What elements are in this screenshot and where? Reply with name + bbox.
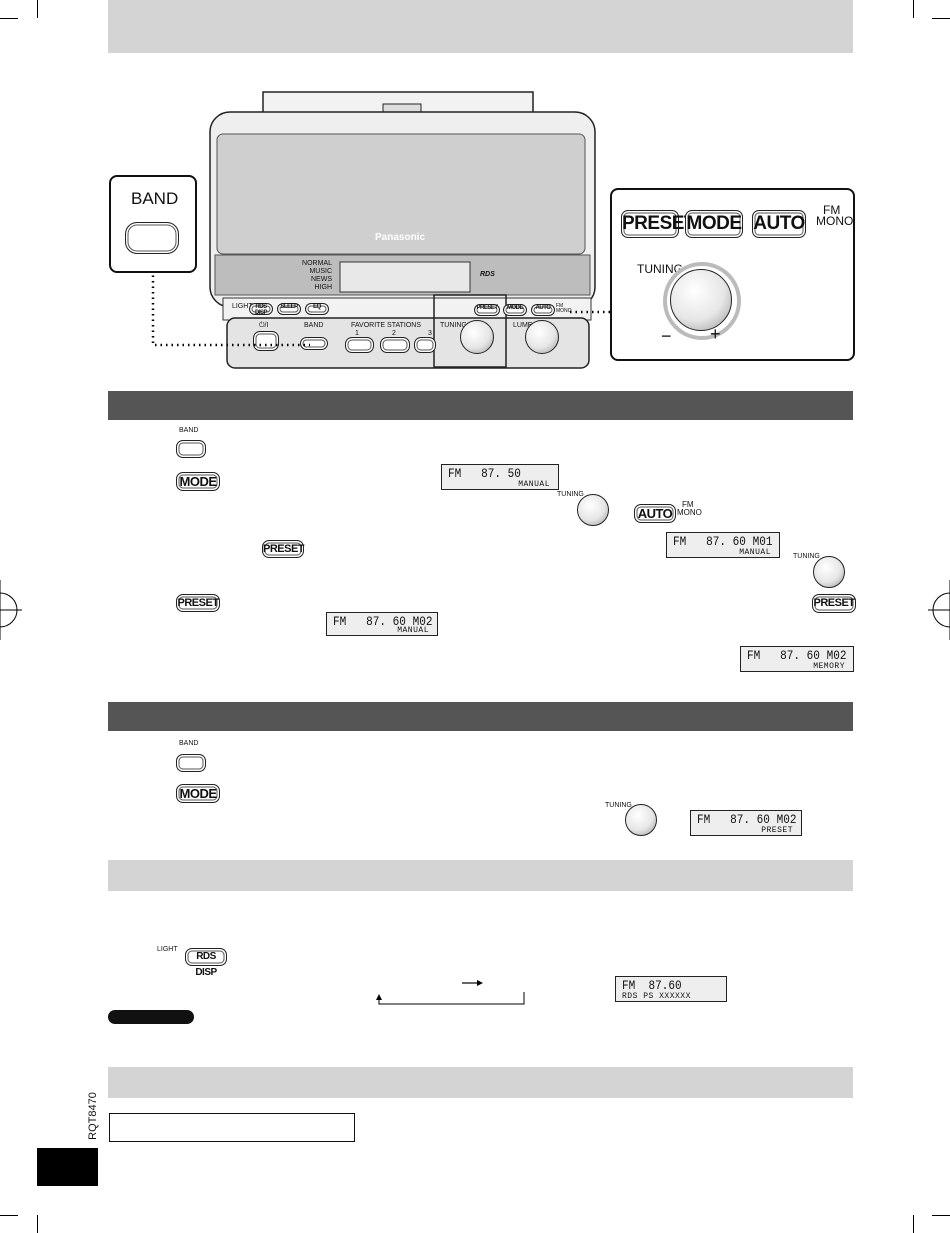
sleep-button[interactable]: SLEEP (277, 303, 301, 315)
side-text-wrap: RQT8470 (85, 1090, 99, 1146)
band-callout-label: BAND (131, 189, 179, 208)
s1-tuning-label: TUNING (557, 491, 584, 498)
s1-lcd-3: FM 87. 60 M02 MANUAL (326, 612, 438, 636)
eq-mode: NEWS (311, 276, 332, 283)
volume-knob[interactable] (525, 320, 559, 354)
volume-label: LUME (513, 322, 533, 329)
fm-mono-label: FM MONO (556, 303, 572, 314)
eq-mode-list: NORMAL MUSIC NEWS HIGH (290, 260, 332, 292)
callout-fm-mono-label: FM MONO (816, 203, 854, 228)
crop-mark (913, 1215, 914, 1233)
crop-mark (913, 0, 914, 18)
rds-logo: RDS (480, 271, 495, 278)
callout-fm: FM (823, 203, 841, 217)
s1-auto-button[interactable]: AUTO (634, 504, 676, 523)
crop-mark (932, 1215, 950, 1216)
callout-knob-ring (663, 262, 741, 340)
s1-preset-button-3[interactable]: PRESET (812, 594, 856, 613)
s1-band-label: BAND (179, 427, 199, 434)
band-callout-button[interactable] (125, 222, 179, 254)
header-band (108, 0, 853, 53)
s1-preset-button-2[interactable]: PRESET (176, 594, 220, 612)
note-badge (108, 1010, 194, 1024)
s1-lcd-4: FM 87. 60 M02 MEMORY (740, 646, 854, 672)
crop-mark (37, 0, 38, 18)
s1-tuning-label-2: TUNING (793, 553, 820, 560)
s1-band-button[interactable] (176, 440, 206, 458)
s3-lcd: FM 87.60 RDS PS XXXXXX (615, 976, 727, 1002)
s1-fm-mono: FM MONO (677, 500, 702, 517)
s1-lcd-1: FM 87. 50 MANUAL (441, 464, 559, 490)
rds-disp-button[interactable]: RDS DISP (249, 303, 273, 316)
s2-band-button[interactable] (176, 754, 206, 772)
page-tab (37, 1148, 98, 1186)
s1-tuning-knob[interactable] (577, 494, 609, 526)
callout-tuning-knob[interactable] (670, 269, 732, 331)
brand-logo: Panasonic (375, 232, 426, 243)
favorite-stations-label: FAVORITE STATIONS (351, 322, 422, 329)
s2-band-label: BAND (179, 740, 199, 747)
callout-leaders (151, 270, 612, 347)
power-label: ⏻/I (259, 322, 269, 329)
preset-button[interactable]: PRESET (474, 304, 500, 316)
s1-lcd-2: FM 87. 60 M01 MANUAL (666, 532, 780, 558)
cycle-arrow (376, 980, 525, 1005)
callout-mode-button[interactable]: MODE (685, 210, 743, 238)
favorite-station-1-button[interactable] (345, 337, 374, 353)
tuning-callout: PRESET MODE AUTO FM MONO TUNING − + (610, 188, 855, 361)
callout-plus: + (710, 324, 721, 344)
empty-box (109, 1113, 355, 1142)
s1-preset-button[interactable]: PRESET (262, 540, 305, 558)
side-document-code: RQT8470 (87, 1092, 99, 1140)
favorite-station-2-button[interactable] (380, 337, 410, 353)
section-header-4 (108, 1067, 853, 1098)
section-header-3 (108, 860, 853, 891)
crop-mark (37, 1215, 38, 1233)
s1-mode-button[interactable]: MODE (176, 472, 220, 491)
s2-lcd: FM 87. 60 M02 PRESET (690, 810, 802, 836)
auto-button[interactable]: AUTO (531, 304, 555, 316)
crop-mark (0, 1215, 18, 1216)
s2-tuning-knob[interactable] (625, 804, 657, 836)
favorite-number: 3 (428, 330, 432, 337)
callout-auto-button[interactable]: AUTO (752, 210, 806, 238)
light-label: LIGHT (232, 303, 253, 310)
section-header-2 (108, 702, 853, 731)
mode-button[interactable]: MODE (503, 304, 527, 316)
tuning-label: TUNING (440, 322, 467, 329)
registration-mark (0, 580, 22, 640)
section-header-1 (108, 391, 853, 420)
crop-mark (0, 18, 18, 19)
s3-light-label: LIGHT (157, 946, 178, 953)
favorite-station-3-button[interactable] (414, 337, 436, 353)
callout-tuning-label: TUNING (637, 262, 683, 276)
s3-rds-disp-button[interactable]: RDS DISP (185, 948, 227, 978)
band-label: BAND (304, 322, 324, 329)
callout-mono: MONO (816, 214, 854, 228)
favorite-number: 2 (392, 330, 396, 337)
s1-tuning-knob-2[interactable] (813, 556, 845, 588)
callout-minus: − (661, 326, 672, 346)
eq-button[interactable]: EQ (305, 303, 329, 315)
callout-preset-button[interactable]: PRESET (621, 210, 696, 238)
band-button[interactable] (300, 337, 328, 350)
favorite-number: 1 (355, 330, 359, 337)
eq-mode: NORMAL (302, 260, 332, 267)
eq-mode: HIGH (314, 284, 333, 291)
registration-mark (928, 580, 950, 640)
eq-mode: MUSIC (309, 268, 332, 275)
s2-mode-button[interactable]: MODE (176, 784, 220, 803)
s2-tuning-label: TUNING (605, 802, 632, 809)
crop-mark (932, 18, 950, 19)
tuning-knob[interactable] (460, 320, 494, 354)
band-callout: BAND (109, 175, 197, 273)
